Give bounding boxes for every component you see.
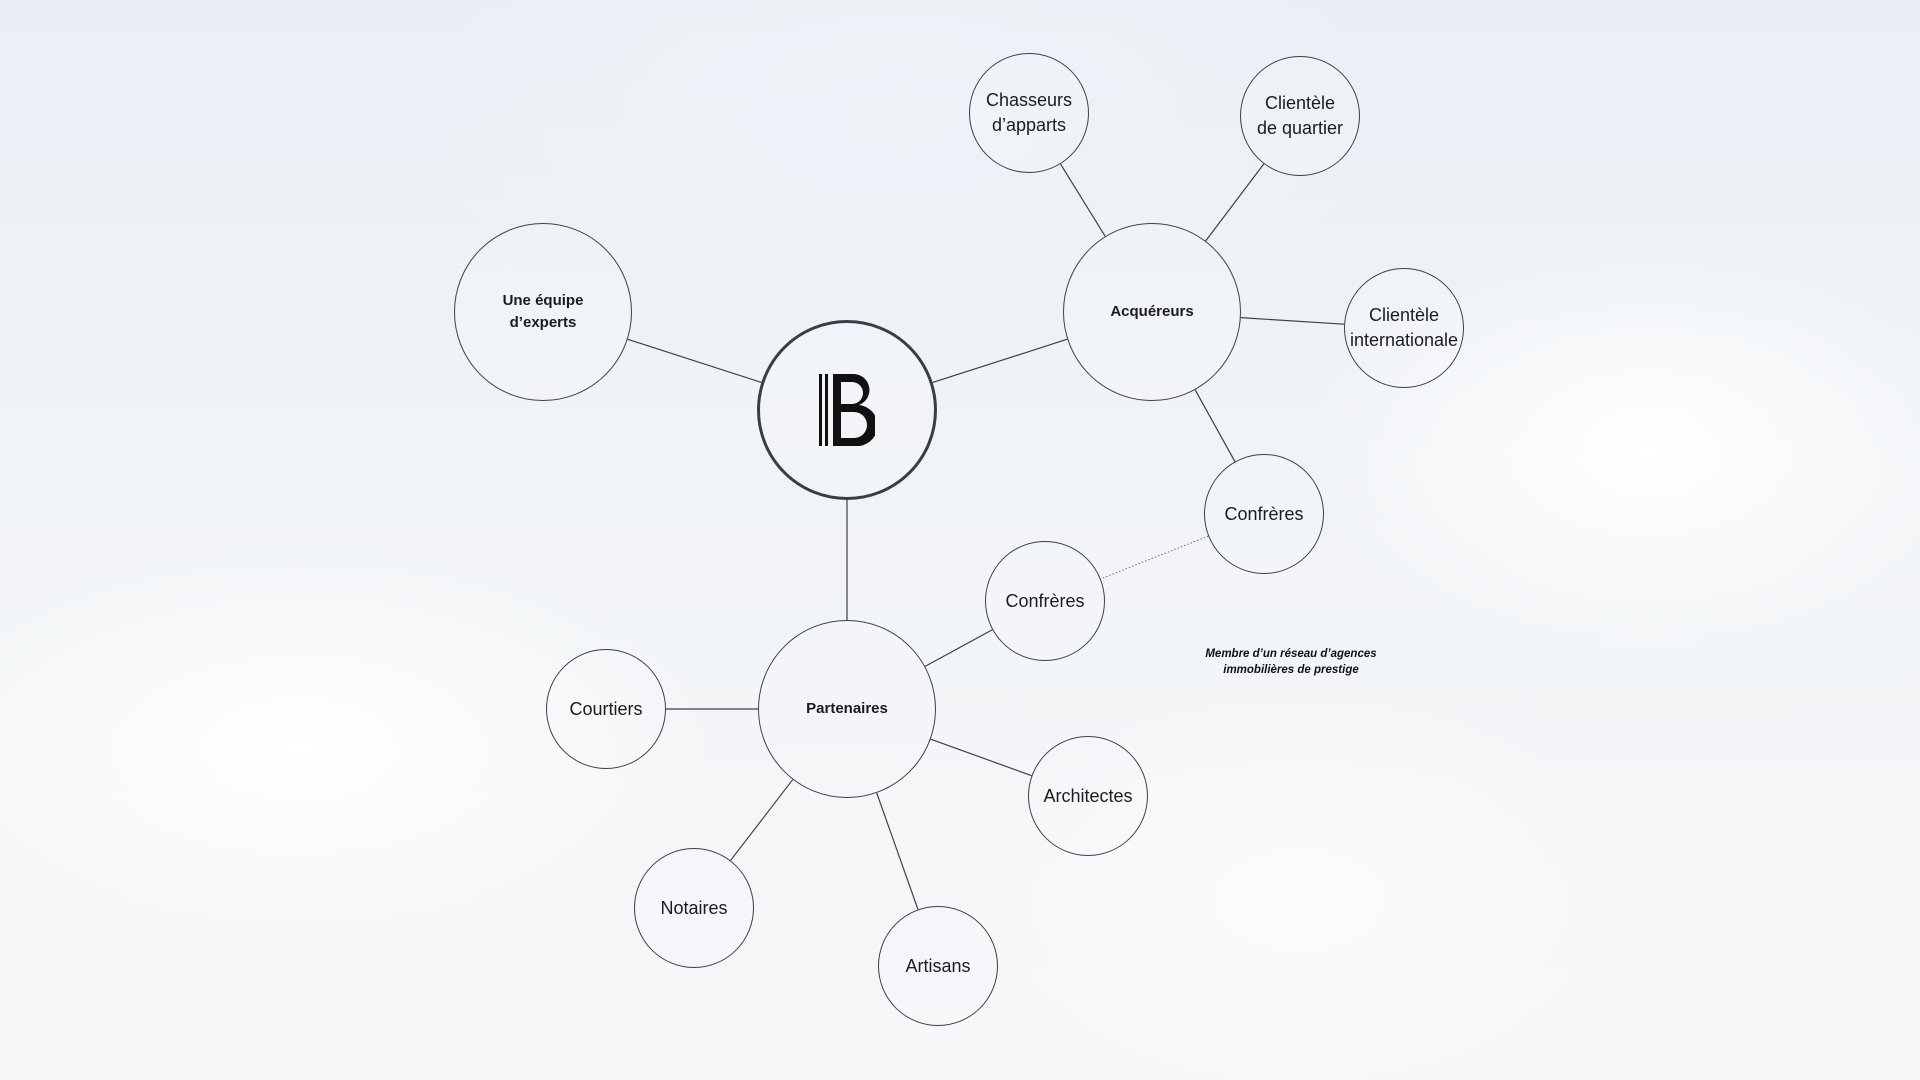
node-courtiers: Courtiers — [546, 649, 666, 769]
node-label: Artisans — [905, 955, 971, 976]
node-artisans: Artisans — [878, 906, 998, 1026]
edge-acquereurs-confreres1 — [1194, 389, 1236, 462]
caption-line-1: Membre d’un réseau d’agences — [1205, 648, 1377, 660]
node-quartier: Clientèle de quartier — [1240, 56, 1360, 176]
node-label: Courtiers — [569, 698, 643, 719]
edge-acquereurs-international — [1240, 317, 1345, 325]
node-label: Une équipe — [502, 292, 584, 309]
edge-confreres1-confreres2 — [1100, 535, 1209, 580]
node-label: internationale — [1349, 330, 1459, 350]
node-label: d’apparts — [991, 115, 1067, 135]
node-label: Partenaires — [806, 700, 888, 717]
edge-partenaires-architectes — [930, 738, 1032, 777]
node-experts: Une équipe d’experts — [454, 223, 632, 401]
node-label: Chasseurs — [985, 90, 1073, 110]
node-notaires: Notaires — [634, 848, 754, 968]
node-chasseurs: Chasseurs d’apparts — [969, 53, 1089, 173]
node-label: Clientèle — [1264, 93, 1336, 113]
edge-acquereurs-chasseurs — [1060, 163, 1106, 237]
node-label: de quartier — [1256, 118, 1344, 138]
edge-partenaires-confreres2 — [924, 629, 993, 667]
node-confreres2: Confrères — [985, 541, 1105, 661]
b-logo-icon — [819, 374, 875, 446]
edge-partenaires-artisans — [876, 792, 919, 910]
node-label: d’experts — [509, 314, 577, 331]
edge-center-acquereurs — [932, 338, 1068, 384]
node-label: Architectes — [1043, 785, 1133, 806]
node-label: Confrères — [1224, 503, 1304, 524]
node-label: Notaires — [660, 897, 728, 918]
node-label: Clientèle — [1368, 305, 1440, 325]
node-partenaires: Partenaires — [758, 620, 936, 798]
node-center — [757, 320, 937, 500]
node-international: Clientèle internationale — [1344, 268, 1464, 388]
node-label: Confrères — [1005, 590, 1085, 611]
edge-center-experts — [627, 338, 762, 383]
network-caption: Membre d’un réseau d’agences immobilière… — [1191, 646, 1391, 678]
edge-partenaires-notaires — [730, 779, 794, 861]
node-architectes: Architectes — [1028, 736, 1148, 856]
node-confreres1: Confrères — [1204, 454, 1324, 574]
caption-line-2: immobilières de prestige — [1223, 664, 1359, 676]
node-label: Acquéreurs — [1110, 303, 1194, 320]
node-acquereurs: Acquéreurs — [1063, 223, 1241, 401]
edge-acquereurs-quartier — [1205, 163, 1265, 242]
